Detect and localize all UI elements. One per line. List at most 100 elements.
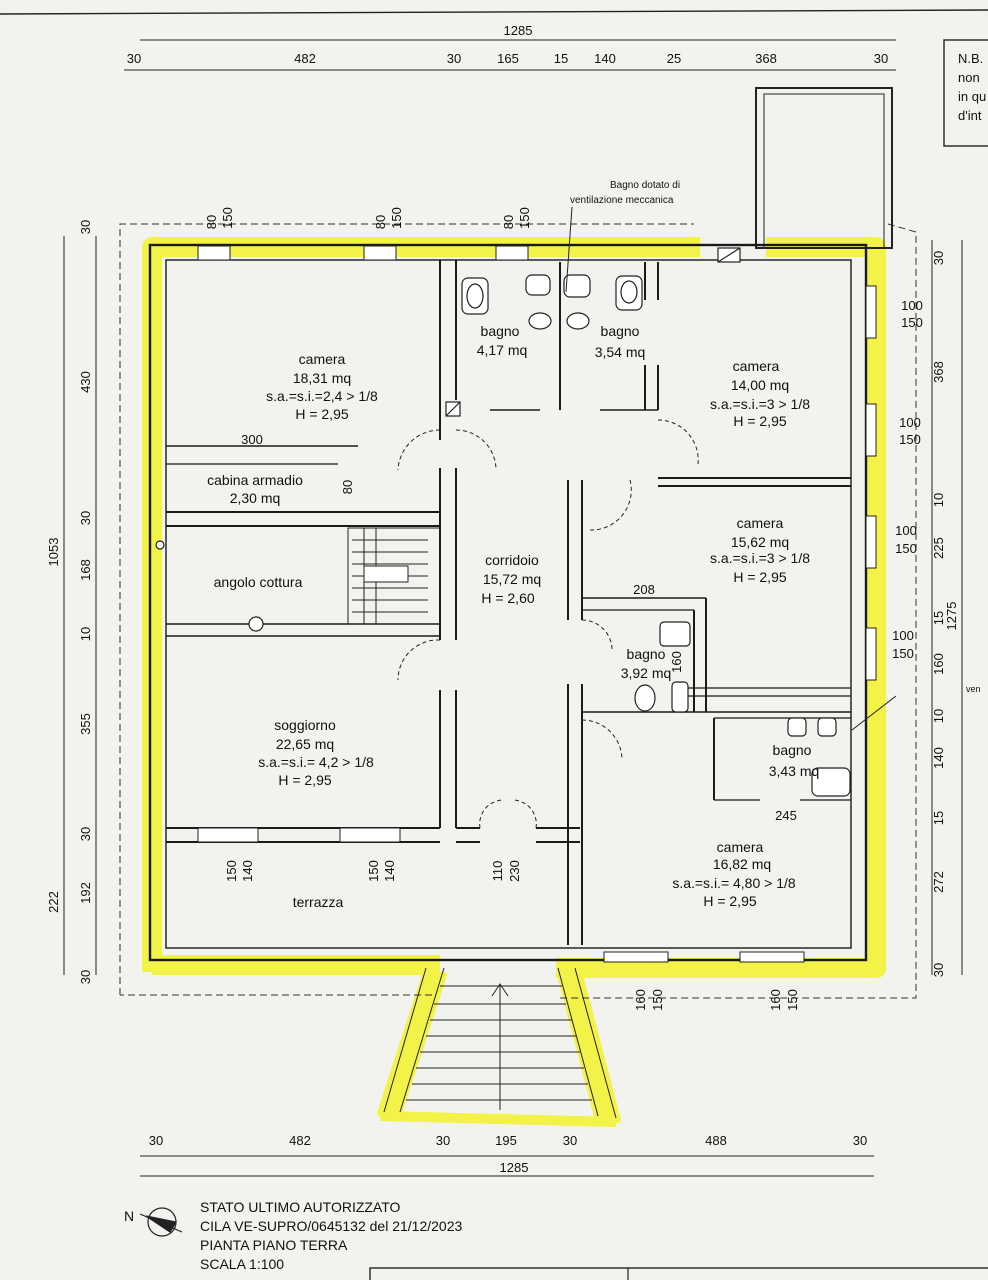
dim-right-2: 368 [931,361,946,383]
dimension-lines [63,39,963,1177]
room-camera-1-ratio: s.a.=s.i.=2,4 > 1/8 [266,388,378,404]
note-vent-cut: ven [966,684,981,694]
dim-win-bottom-1-a: 160 [633,989,648,1011]
room-labels: camera 18,31 mq s.a.=s.i.=2,4 > 1/8 H = … [207,323,819,910]
dim-win-right-1-a: 100 [901,298,923,313]
dim-win-bottom-2-a: 160 [768,989,783,1011]
nb-line-2: non [958,70,980,85]
dim-win-terrace-2-b: 140 [382,860,397,882]
dim-right-7: 10 [931,709,946,723]
dim-top-9: 30 [874,51,888,66]
right-dimensions: 1275 30 368 10 225 15 160 10 140 15 272 … [931,251,959,977]
inner-dimensions: 300 80 208 160 245 [241,432,797,823]
dashed-outline [119,223,917,999]
room-bagno-1-name: bagno [481,323,520,339]
room-camera-3-name: camera [737,515,784,531]
notes: Bagno dotato di ventilazione meccanica N… [565,39,988,731]
dim-win-bottom-1-b: 150 [650,989,665,1011]
dim-left-3: 30 [78,511,93,525]
dim-win-right-2-b: 150 [899,432,921,447]
title-line-3: PIANTA PIANO TERRA [200,1237,348,1253]
dim-win-terrace-1-b: 140 [240,860,255,882]
dim-win-right-1-b: 150 [901,315,923,330]
room-camera-3-ratio: s.a.=s.i.=3 > 1/8 [710,550,810,566]
dim-top-total: 1285 [504,23,533,38]
room-angolo-cottura-name: angolo cottura [214,574,303,590]
dim-win-right-2-a: 100 [899,415,921,430]
title-line-1: STATO ULTIMO AUTORIZZATO [200,1199,401,1215]
room-camera-1-height: H = 2,95 [295,406,349,422]
room-bagno-4-area: 3,43 mq [769,763,820,779]
dim-right-10: 272 [931,871,946,893]
room-camera-3-height: H = 2,95 [733,569,787,585]
room-camera-2-ratio: s.a.=s.i.=3 > 1/8 [710,396,810,412]
dim-win-top-3-b: 150 [517,207,532,229]
dim-win-terrace-1-a: 150 [224,860,239,882]
dim-bottom-7: 30 [853,1133,867,1148]
dim-left-8: 192 [78,882,93,904]
room-camera-4-name: camera [717,839,764,855]
nb-line-1: N.B. [958,51,983,66]
room-bagno-1-area: 4,17 mq [477,342,528,358]
dim-left-2: 430 [78,371,93,393]
dim-bottom-5: 30 [563,1133,577,1148]
dim-top-5: 15 [554,51,568,66]
dim-left-7: 30 [78,827,93,841]
room-bagno-2-area: 3,54 mq [595,344,646,360]
dim-left-6: 355 [78,713,93,735]
dim-win-top-2-b: 150 [389,207,404,229]
nb-line-4: d'int [958,108,982,123]
room-cabina-area: 2,30 mq [230,490,281,506]
room-camera-1-area: 18,31 mq [293,370,351,386]
room-camera-4-ratio: s.a.=s.i.= 4,80 > 1/8 [672,875,796,891]
dim-win-top-1-b: 150 [220,207,235,229]
dim-top-8: 368 [755,51,777,66]
doors [397,419,699,829]
dim-inner-80: 80 [340,480,355,494]
dim-bottom-6: 488 [705,1133,727,1148]
dim-bottom-2: 482 [289,1133,311,1148]
dim-right-8: 140 [931,747,946,769]
dim-win-top-3-a: 80 [501,215,516,229]
room-camera-4-area: 16,82 mq [713,856,771,872]
dim-win-right-3-a: 100 [895,523,917,538]
dim-win-top-2-a: 80 [373,215,388,229]
room-camera-1-name: camera [299,351,346,367]
dim-win-right-4-a: 100 [892,628,914,643]
dim-left-4: 168 [78,559,93,581]
room-camera-2-name: camera [733,358,780,374]
entrance-stair [383,967,617,1119]
room-bagno-2-name: bagno [601,323,640,339]
room-bagno-4-name: bagno [773,742,812,758]
dim-top-7: 25 [667,51,681,66]
dim-left-1: 30 [78,220,93,234]
dim-left-5: 10 [78,627,93,641]
dim-win-bottom-2-b: 150 [785,989,800,1011]
dim-top-2: 482 [294,51,316,66]
room-soggiorno-area: 22,65 mq [276,736,334,752]
left-dimensions: 1053 222 30 430 30 168 10 355 30 192 30 [46,220,93,984]
dim-win-top-1-a: 80 [204,215,219,229]
dim-bottom-4: 195 [495,1133,517,1148]
room-corridoio-name: corridoio [485,552,539,568]
title-line-4: SCALA 1:100 [200,1256,284,1272]
sanitary-fixtures [155,247,851,797]
dim-left-9: 30 [78,970,93,984]
dim-inner-160: 160 [669,651,684,673]
room-cabina-name: cabina armadio [207,472,303,488]
bottom-dimensions: 30 482 30 195 30 488 30 1285 [149,1133,867,1175]
dim-win-terrace-2-a: 150 [366,860,381,882]
note-ventilazione-line-1: Bagno dotato di [610,180,680,191]
dim-inner-245: 245 [775,808,797,823]
room-corridoio-height: H = 2,60 [481,590,535,606]
north-label: N [124,1208,134,1224]
dim-top-1: 30 [127,51,141,66]
dim-inner-208: 208 [633,582,655,597]
room-camera-2-height: H = 2,95 [733,413,787,429]
room-terrazza-name: terrazza [293,894,344,910]
dim-right-total: 1275 [944,602,959,631]
dim-top-4: 165 [497,51,519,66]
dim-win-terrace-3-b: 230 [507,860,522,882]
room-soggiorno-height: H = 2,95 [278,772,332,788]
